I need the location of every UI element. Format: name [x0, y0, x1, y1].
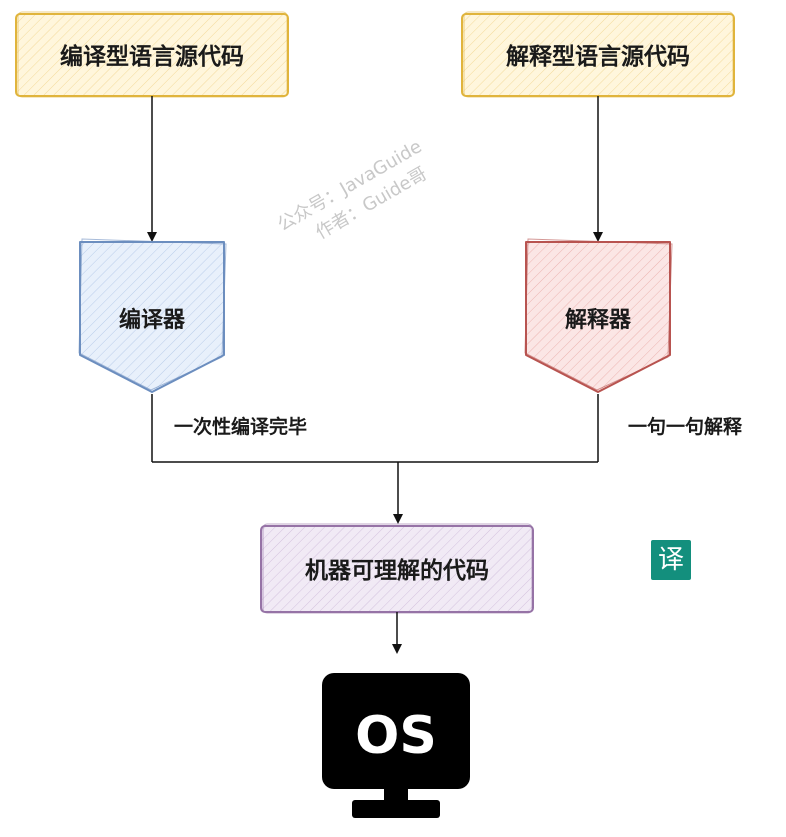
compiled-source-box: 编译型语言源代码: [15, 11, 289, 98]
compiled-source-label: 编译型语言源代码: [60, 43, 244, 70]
interpreter-node: 解释器: [524, 238, 673, 393]
monitor-icon: OS: [322, 673, 470, 818]
merge-connector: [151, 394, 599, 524]
edge-label-compile-once: 一次性编译完毕: [174, 415, 307, 438]
edge-label-interpret-line: 一句一句解释: [628, 415, 743, 438]
machine-code-box: 机器可理解的代码: [260, 523, 534, 614]
watermark: 公众号：JavaGuide 作者：Guide哥: [274, 136, 431, 244]
compiler-label: 编译器: [119, 307, 186, 333]
compiler-node: 编译器: [78, 238, 227, 393]
interpreted-source-box: 解释型语言源代码: [461, 11, 735, 98]
machine-code-label: 机器可理解的代码: [305, 557, 489, 584]
interpreted-source-label: 解释型语言源代码: [506, 43, 690, 70]
interpreter-label: 解释器: [565, 307, 632, 333]
translate-button[interactable]: 译: [651, 540, 691, 580]
os-label: OS: [355, 706, 437, 766]
